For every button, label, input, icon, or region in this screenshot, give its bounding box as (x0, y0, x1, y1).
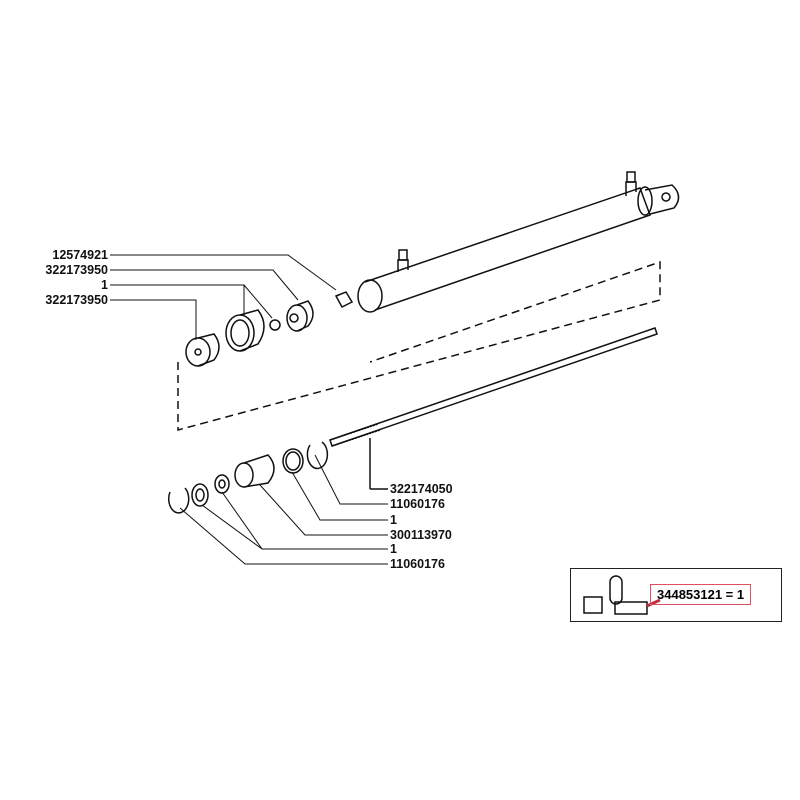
kit-icon (583, 575, 661, 615)
dashed-enclosure (177, 260, 661, 431)
rod-end-parts (167, 441, 329, 514)
callout-label: 322173950 (45, 263, 108, 277)
callout-label: 322174050 (390, 482, 453, 496)
callout-label: 322173950 (45, 293, 108, 307)
callout-label: 1 (390, 542, 397, 556)
callout-label: 12574921 (52, 248, 108, 262)
piston-parts (185, 300, 314, 367)
callout-label: 11060176 (390, 557, 445, 571)
callout-label: 1 (390, 513, 397, 527)
callout-label: 11060176 (390, 497, 445, 511)
piston-rod (329, 327, 658, 490)
kit-box (570, 568, 782, 622)
kit-label: 344853121 = 1 (650, 584, 752, 605)
leader-lines (110, 254, 388, 565)
cylinder-barrel (334, 171, 680, 313)
callout-label: 1 (101, 278, 108, 292)
callout-label: 300113970 (390, 528, 452, 542)
